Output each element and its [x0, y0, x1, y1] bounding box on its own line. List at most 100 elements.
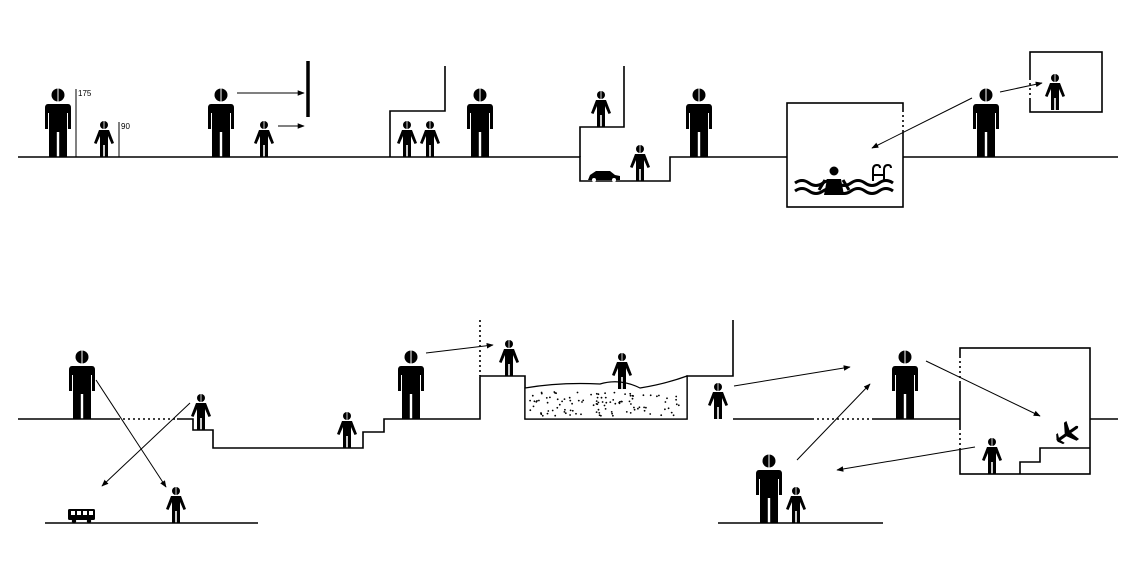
sand-grain	[638, 406, 641, 409]
lookout-box	[1029, 51, 1103, 113]
person-icon	[466, 88, 494, 158]
sand-grain	[618, 402, 621, 405]
sand-grain	[549, 396, 551, 399]
sand-grain	[563, 398, 566, 400]
sand-grain	[540, 412, 542, 414]
sand-grain	[581, 401, 583, 403]
sand-grain	[533, 400, 536, 403]
sand-grain	[614, 402, 617, 405]
sand-grain	[569, 414, 571, 416]
sand-grain	[609, 401, 612, 403]
dimension-label-90: 90	[121, 122, 130, 131]
sand-grain	[610, 411, 613, 413]
sand-grain	[631, 397, 634, 400]
person-icon	[629, 144, 651, 182]
person-icon	[253, 120, 275, 158]
person-icon	[785, 486, 807, 524]
sand-grain	[551, 409, 554, 412]
sand-grain	[571, 402, 573, 405]
sand-grain	[582, 399, 585, 402]
person-icon	[1044, 73, 1066, 111]
dimension-label-175: 175	[78, 89, 92, 98]
sand-grain	[630, 403, 632, 405]
sand-grain	[592, 404, 595, 407]
sand-grain	[596, 396, 599, 399]
sightline-arrow	[733, 365, 851, 387]
sand-grain	[612, 414, 614, 417]
sand-grain	[553, 391, 556, 393]
sand-grain	[666, 397, 668, 400]
sightline-arrow	[796, 383, 871, 461]
sand-grain	[633, 406, 635, 409]
terminal-enclosure	[959, 347, 1091, 475]
sand-grain	[629, 412, 632, 414]
sand-grain	[563, 411, 566, 413]
sightline-arrow	[101, 402, 191, 487]
sand-grain	[569, 399, 572, 402]
sightline-arrow	[95, 379, 167, 488]
person-icon	[93, 120, 115, 158]
person-icon	[397, 350, 425, 420]
sand-grain	[531, 394, 534, 397]
sand-grain	[561, 400, 563, 403]
sand-grain	[604, 408, 607, 410]
sand-grain	[658, 394, 660, 397]
sand-grain	[604, 396, 607, 399]
sand-grain	[597, 393, 600, 396]
person-icon	[44, 88, 72, 158]
pool-enclosure	[786, 102, 904, 208]
sand-grain	[664, 408, 666, 411]
person-icon	[396, 120, 418, 158]
sand-grain	[601, 401, 604, 403]
sand-grain	[632, 395, 635, 397]
sand-grain	[664, 401, 667, 403]
sand-grain	[556, 398, 559, 401]
sand-grain	[558, 403, 561, 406]
sand-grain	[643, 409, 646, 412]
person-icon	[207, 88, 235, 158]
sightline-arrow	[925, 360, 1041, 417]
sand-grain	[629, 394, 632, 397]
sand-grain	[546, 401, 549, 404]
person-icon	[981, 437, 1003, 475]
sand-grain	[532, 405, 535, 408]
sand-grain	[571, 409, 574, 412]
water-waves	[794, 179, 894, 195]
person-icon	[685, 88, 713, 158]
sightline-arrow	[425, 342, 494, 354]
sand-grain	[643, 406, 645, 409]
nook-outline	[389, 66, 446, 157]
scene-heights: 175 90	[44, 88, 130, 158]
pool-ladder-icon	[872, 163, 892, 181]
sand-grain	[600, 396, 603, 399]
sand-grain	[545, 397, 548, 399]
sand-grain	[595, 411, 598, 413]
sand-grain	[611, 412, 613, 415]
sand-grain	[597, 408, 600, 411]
sand-grain	[629, 392, 632, 395]
person-icon	[755, 454, 783, 524]
sand-grain	[667, 407, 670, 410]
sand-texture	[529, 391, 680, 417]
sand-pit	[524, 375, 688, 420]
airplane-icon	[1056, 420, 1080, 445]
ground-line-top	[18, 156, 1118, 182]
sightline-arrow	[999, 81, 1043, 93]
sand-grain	[656, 395, 658, 398]
sand-grain	[672, 414, 675, 417]
sand-grain	[547, 410, 550, 412]
sand-grain	[645, 406, 647, 409]
sand-grain	[604, 392, 606, 395]
scene-sunken-level	[579, 66, 713, 182]
person-icon	[707, 382, 729, 420]
top-row: 175 90	[18, 51, 1118, 208]
sand-grain	[568, 396, 571, 399]
person-icon	[590, 90, 612, 128]
swimmer-icon	[817, 166, 851, 195]
sand-grain	[670, 411, 673, 414]
person-icon	[972, 88, 1000, 158]
sand-grain	[624, 393, 626, 395]
sand-grain	[677, 404, 680, 407]
sand-grain	[603, 404, 606, 407]
